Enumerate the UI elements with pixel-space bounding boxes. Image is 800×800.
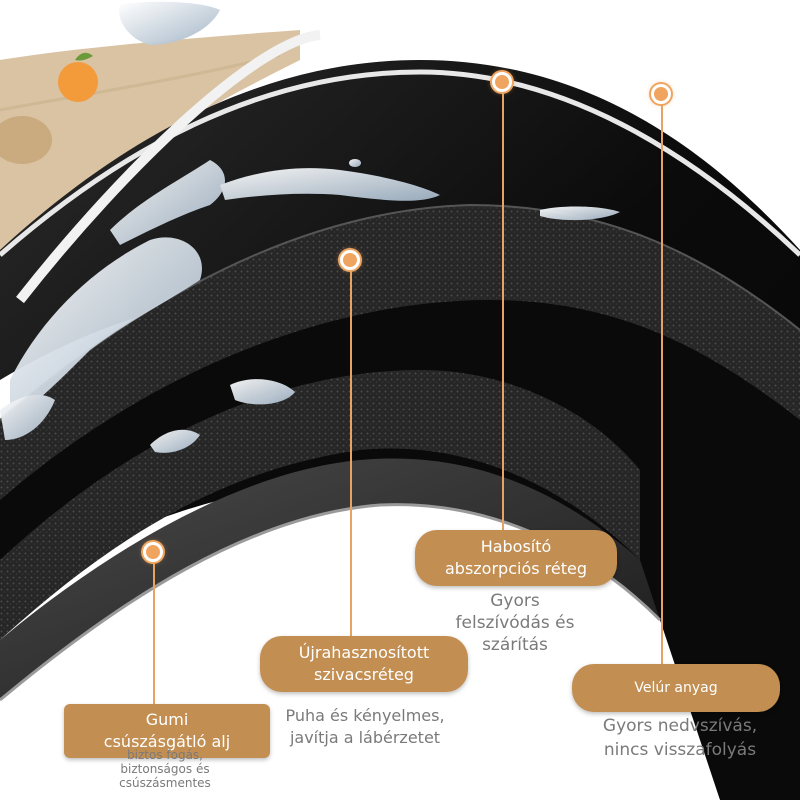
desc-sponge-layer: Puha és kényelmes, javítja a lábérzetet bbox=[265, 705, 465, 749]
marker-dot-foam bbox=[492, 72, 512, 92]
water-splash bbox=[0, 1, 620, 453]
desc-velour-2: nincs visszafolyás bbox=[603, 740, 757, 760]
orange-leaf-icon bbox=[75, 52, 93, 61]
desc-rubber-1: biztos fogás, bbox=[127, 748, 203, 762]
desc-rubber-2: biztonságos és bbox=[120, 762, 210, 776]
leader-line-velour bbox=[661, 100, 663, 670]
desc-foam-1: Gyors bbox=[490, 591, 540, 611]
leader-line-sponge bbox=[350, 268, 352, 640]
label-foam-layer: Habosító abszorpciós réteg bbox=[415, 530, 617, 586]
label-rubber-title-2: csúszásgátló alj bbox=[103, 732, 231, 751]
label-foam-title-2: abszorpciós réteg bbox=[444, 559, 587, 578]
desc-foam-3: szárítás bbox=[482, 635, 548, 655]
desc-foam-2: felszívódás és bbox=[455, 613, 575, 633]
label-rubber-layer: Gumi csúszásgátló alj bbox=[64, 704, 270, 758]
top-white-edge bbox=[16, 30, 321, 304]
label-rubber-title-1: Gumi bbox=[145, 710, 189, 730]
label-sponge-layer: Újrahasznosított szivacsréteg bbox=[260, 636, 468, 692]
label-velour-title: Velúr anyag bbox=[634, 679, 718, 696]
bear-print-icon bbox=[0, 116, 52, 164]
velour-white-edge bbox=[0, 69, 800, 257]
orange-print-icon bbox=[58, 62, 98, 102]
label-sponge-title-2: szivacsréteg bbox=[314, 665, 414, 684]
desc-rubber-3: csúszásmentes bbox=[119, 776, 211, 790]
desc-rubber-layer: biztos fogás, biztonságos és csúszásment… bbox=[95, 748, 235, 790]
label-foam-title-1: Habosító bbox=[480, 537, 552, 557]
leader-line-foam bbox=[502, 90, 504, 530]
printed-top-pattern bbox=[0, 53, 281, 112]
leader-line-rubber bbox=[153, 560, 155, 705]
desc-velour-1: Gyors nedvszívás, bbox=[602, 716, 758, 736]
desc-velour-layer: Gyors nedvszívás, nincs visszafolyás bbox=[575, 714, 785, 762]
label-sponge-title-1: Újrahasznosított bbox=[298, 643, 430, 663]
desc-sponge-1: Puha és kényelmes, bbox=[285, 706, 445, 725]
marker-dot-sponge bbox=[340, 250, 360, 270]
desc-sponge-2: javítja a lábérzetet bbox=[289, 728, 441, 747]
desc-foam-layer: Gyors felszívódás és szárítás bbox=[420, 590, 610, 656]
felt-lower-layer bbox=[0, 370, 640, 640]
marker-dot-velour bbox=[651, 84, 671, 104]
marker-dot-rubber bbox=[143, 542, 163, 562]
label-velour-layer: Velúr anyag bbox=[572, 664, 780, 712]
